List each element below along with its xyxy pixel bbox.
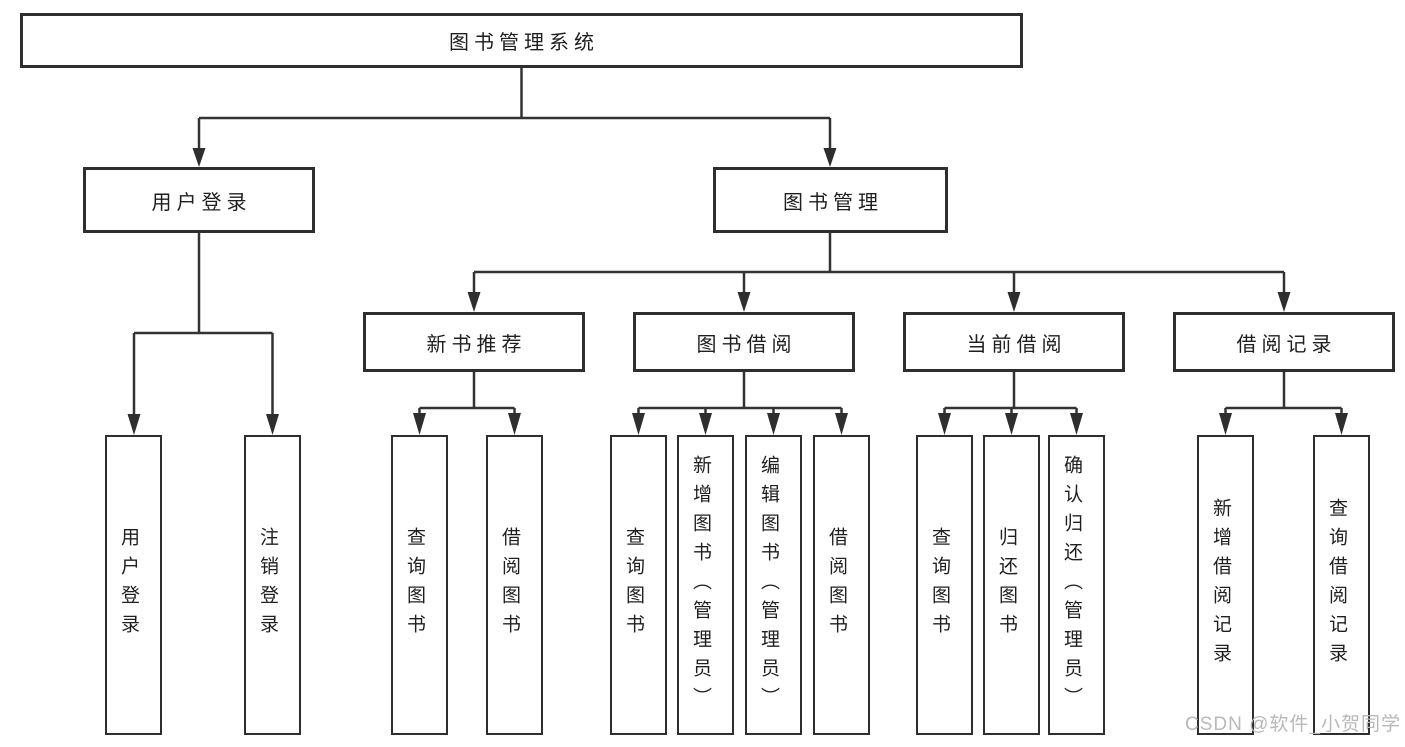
node-root-library-management-system: 图书管理系统	[20, 13, 1023, 68]
arrowhead	[467, 292, 481, 312]
leaf-return-books: 归还图书	[983, 435, 1040, 735]
leaf-edit-book-admin: 编辑图书（管理员）	[745, 435, 802, 735]
node-book-borrowing: 图书借阅	[633, 312, 855, 372]
arrowhead	[266, 414, 279, 435]
connector-login-to-leaves	[132, 233, 274, 417]
connector-root-to-level2	[197, 68, 832, 150]
node-label: 用户登录	[151, 191, 252, 214]
leaf-add-book-admin: 新增图书（管理员）	[677, 435, 734, 735]
arrowhead	[835, 413, 848, 435]
leaf-user-login: 用户登录	[105, 435, 162, 735]
connector-recommend-to-leaves	[418, 372, 516, 416]
leaf-confirm-return-admin: 确认归还（管理员）	[1048, 435, 1105, 735]
arrowhead	[1007, 292, 1021, 312]
arrowhead	[1335, 413, 1348, 435]
node-label: 当前借阅	[966, 333, 1067, 356]
leaf-add-borrow-record: 新增借阅记录	[1197, 435, 1254, 735]
node-label: 归还图书	[996, 527, 1017, 643]
arrowhead	[1070, 413, 1083, 435]
node-label: 用户登录	[118, 527, 139, 643]
leaf-borrow-books: 借阅图书	[813, 435, 870, 735]
node-borrowing-records: 借阅记录	[1173, 312, 1395, 372]
csdn-watermark: CSDN @软件_小贺同学	[1185, 714, 1401, 735]
arrowhead	[1277, 292, 1291, 312]
node-label: 图书管理系统	[449, 32, 599, 54]
node-label: 图书借阅	[696, 333, 797, 356]
arrowhead	[1005, 413, 1018, 435]
node-label: 查询借阅记录	[1326, 498, 1347, 672]
arrowhead	[737, 292, 751, 312]
node-label: 注销登录	[257, 527, 278, 643]
node-label: 新增图书（管理员）	[690, 454, 711, 716]
leaf-logout: 注销登录	[244, 435, 301, 735]
leaf-borrow-books-recommend: 借阅图书	[486, 435, 543, 735]
node-label: 新增借阅记录	[1210, 498, 1231, 672]
leaf-query-books-recommend: 查询图书	[391, 435, 448, 735]
leaf-query-books-borrow: 查询图书	[610, 435, 667, 735]
arrowhead	[1219, 413, 1232, 435]
node-current-borrowing: 当前借阅	[903, 312, 1125, 372]
arrowhead	[938, 413, 951, 435]
arrowhead	[632, 413, 645, 435]
connector-mgmt-to-level3	[472, 233, 1286, 294]
arrowhead	[767, 413, 780, 435]
node-label: 借阅记录	[1236, 333, 1337, 356]
arrowhead	[413, 413, 426, 435]
connector-current-to-leaves	[943, 372, 1078, 416]
node-book-management: 图书管理	[713, 167, 948, 233]
arrowhead	[823, 148, 837, 167]
node-label: 确认归还（管理员）	[1061, 454, 1082, 716]
node-label: 查询图书	[929, 527, 950, 643]
arrowhead	[508, 413, 521, 435]
node-label: 图书管理	[783, 191, 883, 214]
connector-records-to-leaves	[1224, 372, 1343, 416]
node-label: 借阅图书	[499, 527, 520, 643]
node-new-book-recommendation: 新书推荐	[363, 312, 585, 372]
node-label: 查询图书	[623, 527, 644, 643]
node-label: 新书推荐	[426, 333, 527, 356]
node-user-login: 用户登录	[83, 167, 315, 233]
leaf-query-borrow-record: 查询借阅记录	[1313, 435, 1370, 735]
node-label: 借阅图书	[826, 527, 847, 643]
node-label: 编辑图书（管理员）	[758, 454, 779, 716]
arrowhead	[192, 148, 206, 167]
arrowhead	[699, 413, 712, 435]
connector-borrow-to-leaves	[637, 372, 843, 416]
arrowhead	[127, 414, 141, 435]
node-label: 查询图书	[404, 527, 425, 643]
leaf-query-books-current: 查询图书	[916, 435, 973, 735]
